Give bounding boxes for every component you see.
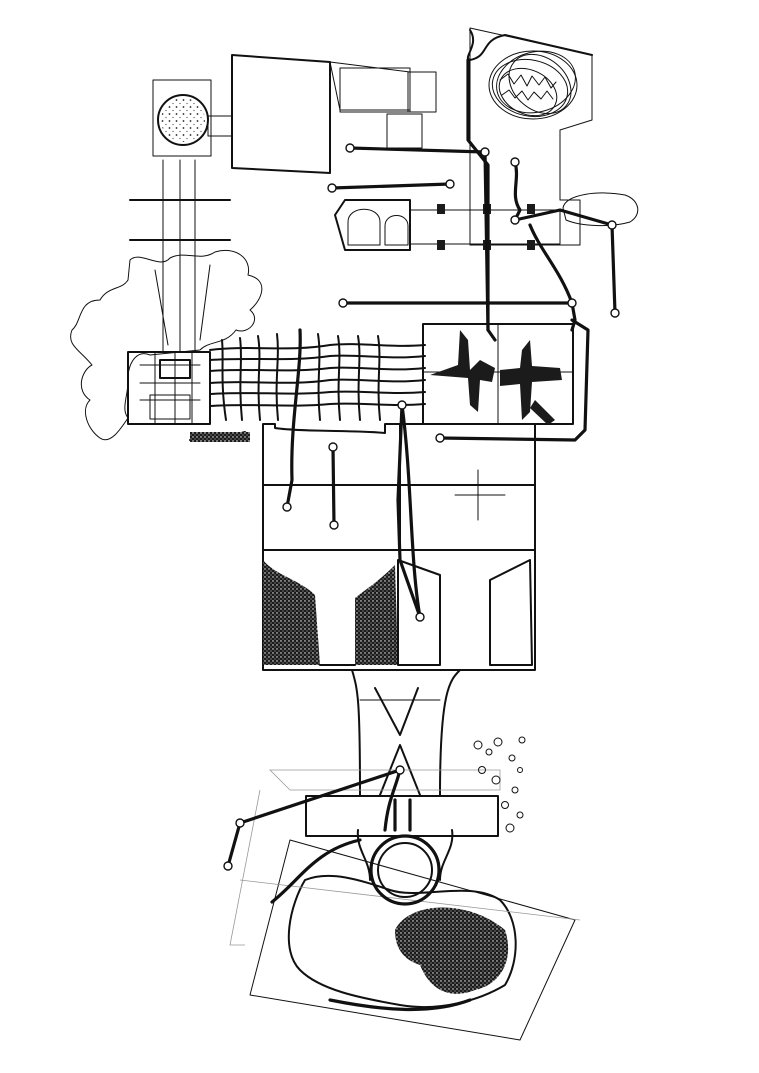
hatched-block-main: [231, 54, 437, 174]
dotted-blob-east: [562, 192, 639, 227]
tower-block-top-left: [152, 79, 233, 157]
room-rubble-east: [422, 323, 574, 425]
lower-chambers: [262, 549, 536, 671]
funnel-neck: [351, 669, 461, 796]
grid-block-west: [127, 351, 211, 425]
connection-lines: [226, 58, 617, 1012]
pebbles-east: [473, 736, 526, 833]
circular-pool: [356, 829, 454, 906]
wavy-mesh: [209, 333, 426, 421]
scribble-circle-block: [467, 27, 593, 246]
lower-platform: [229, 769, 581, 1041]
arch-block: [334, 199, 411, 251]
junction-nodes: [223, 143, 620, 871]
dotted-cloud-west: [70, 250, 263, 441]
